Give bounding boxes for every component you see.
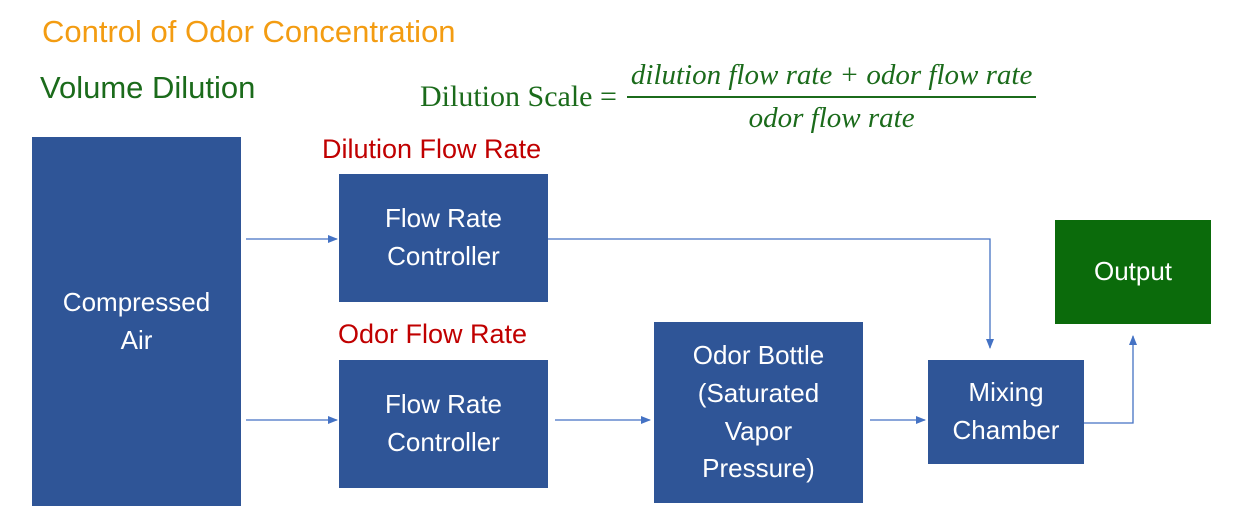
output-box: Output: [1055, 220, 1211, 324]
dilution-flow-controller-box: Flow Rate Controller: [339, 174, 548, 302]
dilution-flow-rate-label: Dilution Flow Rate: [322, 134, 542, 164]
compressed-air-box: Compressed Air: [32, 137, 241, 506]
odor-bottle-box: Odor Bottle (Saturated Vapor Pressure): [654, 322, 863, 503]
formula-lhs: Dilution Scale =: [420, 80, 617, 113]
odor-flow-controller-box: Flow Rate Controller: [339, 360, 548, 488]
formula-fraction: dilution flow rate + odor flow rate odor…: [626, 59, 1037, 135]
formula-denominator: odor flow rate: [748, 102, 915, 134]
arrow-mixing-to-output: [1084, 335, 1137, 424]
formula-numerator: dilution flow rate + odor flow rate: [626, 59, 1037, 98]
mixing-chamber-box: Mixing Chamber: [928, 360, 1084, 464]
arrow-dilution-controller-to-mixing: [548, 238, 994, 349]
page-subtitle: Volume Dilution: [40, 70, 256, 105]
odor-flow-rate-label: Odor Flow Rate: [338, 319, 528, 349]
dilution-scale-formula: Dilution Scale = dilution flow rate + od…: [420, 52, 1037, 142]
page-title: Control of Odor Concentration: [42, 14, 456, 49]
